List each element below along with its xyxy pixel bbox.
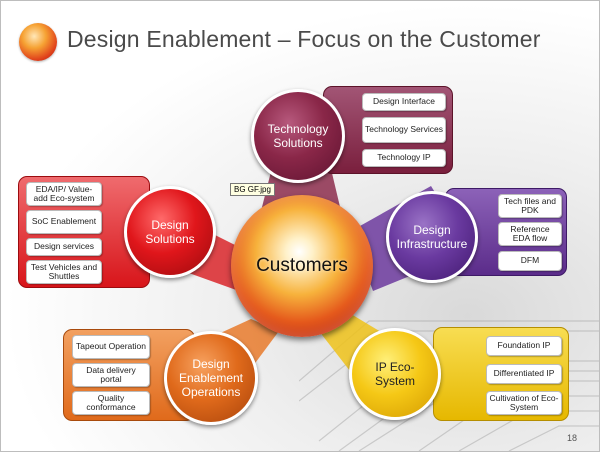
ip-item-foundation-ip: Foundation IP [486,336,562,356]
technology-solutions-circle: Technology Solutions [251,89,345,183]
ops-item-quality: Quality conformance [72,391,150,415]
design-enablement-operations-circle: Design Enablement Operations [164,331,258,425]
design-enablement-operations-label: Design Enablement Operations [178,357,244,399]
ip-ecosystem-circle: IP Eco- System [349,328,441,420]
design-infrastructure-label: Design Infrastructure [396,223,468,251]
tech-item-technology-services: Technology Services [362,117,446,143]
company-logo [19,23,57,61]
ip-ecosystem-panel: Foundation IP Differentiated IP Cultivat… [433,327,569,421]
design-item-test-vehicles: Test Vehicles and Shuttles [26,260,102,284]
ops-item-data-delivery: Data delivery portal [72,363,150,387]
ip-item-cultivation: Cultivation of Eco-System [486,391,562,415]
page-number: 18 [566,433,577,443]
customers-label: Customers [256,255,348,276]
ip-ecosystem-label: IP Eco- System [374,360,415,388]
design-infrastructure-circle: Design Infrastructure [386,191,478,283]
design-solutions-label: Design Solutions [145,218,195,246]
infra-item-tech-files: Tech files and PDK [498,194,562,218]
infra-item-dfm: DFM [498,251,562,271]
tech-item-technology-ip: Technology IP [362,149,446,167]
design-item-soc: SoC Enablement [26,210,102,234]
design-item-services: Design services [26,238,102,256]
tech-item-design-interface: Design Interface [362,93,446,111]
technology-solutions-label: Technology Solutions [267,122,329,150]
slide-title: Design Enablement – Focus on the Custome… [67,26,541,52]
design-solutions-circle: Design Solutions [124,186,216,278]
infra-item-reference-eda: Reference EDA flow [498,222,562,246]
ip-item-differentiated-ip: Differentiated IP [486,364,562,384]
customers-sphere: Customers [231,195,373,337]
image-tooltip: BG GF.jpg [230,183,275,196]
ops-item-tapeout: Tapeout Operation [72,335,150,359]
design-item-eda-ip: EDA/IP/ Value-add Eco-system [26,182,102,206]
